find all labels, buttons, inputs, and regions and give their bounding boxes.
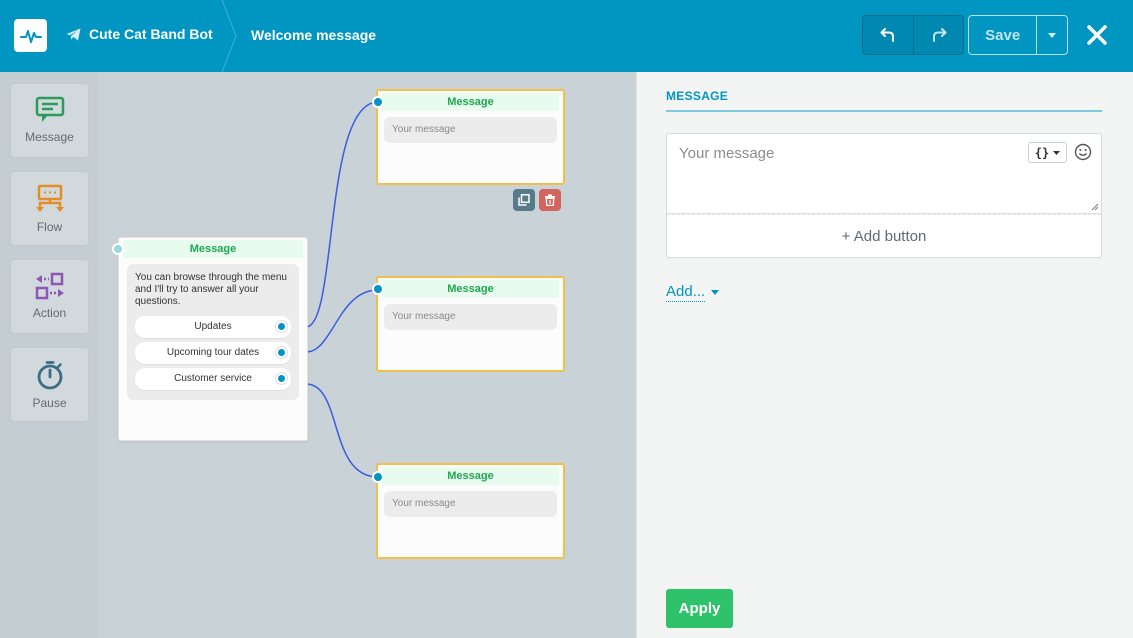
caret-down-icon — [1048, 32, 1057, 38]
add-dropdown-label: Add... — [666, 283, 706, 302]
bot-name: Cute Cat Band Bot — [89, 26, 213, 42]
delete-node-button[interactable] — [539, 189, 561, 211]
message-input[interactable]: Your message {} — [667, 134, 1101, 214]
message-node[interactable]: Message Your message — [376, 463, 565, 559]
breadcrumb-separator — [221, 0, 237, 72]
output-connector[interactable] — [276, 347, 287, 358]
timer-icon — [37, 361, 62, 390]
toolbar-item-message[interactable]: Message — [10, 83, 89, 158]
node-text: You can browse through the menu and I'll… — [135, 272, 287, 307]
save-options-button[interactable] — [1036, 16, 1067, 54]
redo-icon — [932, 28, 946, 42]
page-title: Welcome message — [251, 27, 377, 43]
input-connector[interactable] — [372, 283, 384, 295]
variable-braces-icon: {} — [1034, 145, 1050, 160]
message-placeholder: Your message — [679, 145, 775, 162]
node-title: Message — [382, 93, 559, 111]
node-message-placeholder: Your message — [384, 117, 557, 143]
history-controls — [862, 15, 964, 55]
node-title: Message — [382, 280, 559, 298]
element-toolbar: Message Flow Action P — [0, 72, 98, 638]
connection-lines — [305, 101, 379, 478]
message-icon — [35, 96, 64, 122]
undo-button[interactable] — [863, 16, 913, 54]
input-connector[interactable] — [112, 243, 124, 255]
message-editor: Your message {} + Add button — [666, 133, 1102, 258]
trash-icon — [545, 194, 555, 206]
output-connector[interactable] — [276, 373, 287, 384]
caret-down-icon — [711, 290, 720, 295]
message-node-start[interactable]: Message You can browse through the menu … — [118, 237, 308, 441]
quick-reply-option[interactable]: Updates — [135, 316, 291, 338]
redo-button[interactable] — [913, 16, 963, 54]
node-content: You can browse through the menu and I'll… — [127, 264, 299, 400]
message-node-selected[interactable]: Message Your message — [376, 89, 565, 185]
action-icon — [35, 272, 64, 300]
flow-canvas[interactable]: Message You can browse through the menu … — [98, 72, 636, 638]
top-bar: Cute Cat Band Bot Welcome message Save — [0, 0, 1133, 72]
flow-icon — [35, 184, 64, 212]
panel-title: MESSAGE — [666, 89, 729, 103]
resize-handle-icon[interactable] — [1091, 203, 1099, 211]
close-icon[interactable] — [1084, 22, 1110, 48]
toolbar-item-action[interactable]: Action — [10, 259, 89, 334]
caret-down-icon — [1053, 150, 1061, 155]
node-title: Message — [382, 467, 559, 485]
node-title: Message — [123, 240, 303, 258]
save-controls: Save — [968, 15, 1068, 55]
emoji-icon[interactable] — [1074, 143, 1092, 161]
input-connector[interactable] — [372, 471, 384, 483]
node-actions — [513, 189, 561, 211]
add-button[interactable]: + Add button — [667, 214, 1101, 257]
toolbar-item-label: Message — [25, 130, 74, 144]
input-connector[interactable] — [372, 96, 384, 108]
toolbar-item-label: Action — [32, 306, 67, 320]
message-node[interactable]: Message Your message — [376, 276, 565, 372]
apply-button[interactable]: Apply — [666, 589, 733, 628]
toolbar-item-flow[interactable]: Flow — [10, 171, 89, 246]
quick-reply-option[interactable]: Upcoming tour dates — [135, 342, 291, 364]
node-message-placeholder: Your message — [384, 304, 557, 330]
undo-icon — [880, 28, 894, 42]
properties-panel: MESSAGE Your message {} + Add button Add… — [636, 72, 1133, 638]
pulse-icon — [19, 29, 42, 43]
connection-line — [305, 101, 379, 328]
node-message-placeholder: Your message — [384, 491, 557, 517]
toolbar-item-label: Flow — [36, 220, 63, 234]
add-dropdown[interactable]: Add... — [666, 283, 720, 302]
quick-reply-option[interactable]: Customer service — [135, 368, 291, 390]
toolbar-item-label: Pause — [32, 396, 67, 410]
breadcrumb-bot[interactable]: Cute Cat Band Bot — [66, 26, 213, 42]
connection-line — [305, 383, 379, 478]
app-logo[interactable] — [14, 19, 47, 52]
toolbar-item-pause[interactable]: Pause — [10, 347, 89, 422]
connection-line — [305, 289, 379, 353]
duplicate-node-button[interactable] — [513, 189, 535, 211]
insert-variable-button[interactable]: {} — [1028, 142, 1067, 163]
telegram-icon — [66, 28, 81, 40]
output-connector[interactable] — [276, 321, 287, 332]
copy-icon — [518, 194, 530, 206]
panel-title-underline — [666, 110, 1102, 112]
save-button[interactable]: Save — [985, 26, 1021, 44]
